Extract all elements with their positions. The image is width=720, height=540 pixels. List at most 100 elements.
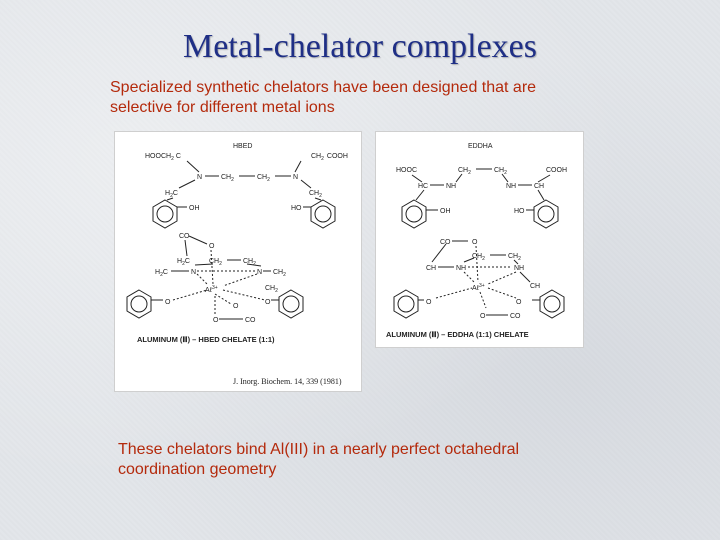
eddha-chelate-co: CO	[440, 239, 451, 246]
bond	[166, 197, 174, 201]
aromatic-circle	[282, 295, 300, 313]
hbed-h2c-left: H2C	[165, 190, 178, 199]
eddha-name: EDDHA	[468, 143, 493, 150]
slide-title: Metal-chelator complexes	[182, 28, 537, 65]
benzene-ring-right	[533, 199, 559, 229]
coordination-bond	[435, 287, 473, 299]
coordination-bond	[487, 287, 517, 299]
bond	[537, 174, 551, 183]
hbed-oh: OH	[189, 205, 200, 212]
bond	[188, 235, 208, 245]
hbed-chelate-co: CO	[179, 233, 190, 240]
hbed-chelate-ch2d: CH2	[265, 285, 278, 294]
hbed-chelate-co-bottom: CO	[245, 317, 256, 324]
bond	[431, 243, 447, 263]
coordination-bond	[222, 289, 266, 301]
eddha-ch: CH	[534, 183, 544, 190]
eddha-chelate-o-left: O	[426, 299, 432, 306]
hbed-chelate-ch2c: CH2	[273, 269, 286, 278]
eddha-ch2-2: CH2	[494, 167, 507, 176]
eddha-structure-figure: EDDHA HOOC COOH CH2 CH2 HC NH NH CH OH H…	[375, 131, 584, 348]
hbed-chelate-h2c: H2C	[177, 258, 190, 267]
coordination-bond	[172, 289, 208, 301]
hbed-al: Aℓ3+	[205, 285, 218, 294]
bond	[513, 259, 519, 265]
eddha-cooh: COOH	[546, 167, 567, 174]
bond	[186, 160, 200, 173]
eddha-chelate-nh-left: NH	[456, 265, 466, 272]
hbed-chelate-ch2b: CH2	[243, 258, 256, 267]
hbed-reference: J. Inorg. Biochem. 14, 339 (1981)	[233, 377, 342, 386]
bond	[411, 174, 423, 183]
eddha-al: Aℓ3+	[472, 283, 485, 292]
hbed-chelate-ch2a: CH2	[209, 258, 222, 267]
eddha-ch2-1: CH2	[458, 167, 471, 176]
eddha-hc: HC	[418, 183, 428, 190]
hbed-chelate-o-right: O	[265, 299, 271, 306]
bond	[246, 263, 262, 267]
coordination-bond	[487, 271, 517, 285]
bond	[415, 189, 425, 201]
coordination-bond	[475, 245, 479, 283]
hbed-chelate-o-bottom: O	[213, 317, 219, 324]
bond	[178, 179, 196, 189]
benzene-ring-left-chelate	[393, 289, 419, 319]
benzene-ring-left-chelate	[126, 289, 152, 319]
eddha-chelate-ch2b: CH2	[508, 253, 521, 262]
bond	[294, 160, 302, 173]
hbed-ch2-1: CH2	[221, 174, 234, 183]
bond	[184, 239, 188, 257]
slide-subtitle: Specialized synthetic chelators have bee…	[110, 79, 537, 116]
hbed-chelate-n-left: N	[191, 269, 196, 276]
hbed-chelate-label: ALUMINUM (Ⅲ) – HBED CHELATE (1:1)	[137, 335, 275, 344]
coordination-bond	[479, 291, 487, 309]
coordination-bond	[222, 273, 258, 287]
aromatic-circle	[537, 205, 555, 223]
benzene-ring-right-chelate	[278, 289, 304, 319]
eddha-chelate-ch-right: CH	[530, 283, 540, 290]
aromatic-circle	[405, 205, 423, 223]
eddha-nh-left: NH	[446, 183, 456, 190]
bond	[455, 173, 463, 183]
aromatic-circle	[130, 295, 148, 313]
benzene-ring-right-chelate	[539, 289, 565, 319]
coordination-bond	[196, 273, 208, 285]
hbed-chelate-h2c-2: H2C	[155, 269, 168, 278]
eddha-oh: OH	[440, 208, 451, 215]
bond	[300, 179, 312, 189]
hbed-ch2-2: CH2	[257, 174, 270, 183]
eddha-chelate-o-bottom: O	[480, 313, 486, 320]
hbed-name: HBED	[233, 143, 252, 150]
aromatic-circle	[156, 205, 174, 223]
bond	[463, 257, 475, 263]
hbed-n-left: N	[197, 174, 202, 181]
bond	[537, 189, 545, 201]
eddha-hooc: HOOC	[396, 167, 417, 174]
coordination-bond	[463, 271, 475, 283]
bond	[194, 263, 214, 266]
hbed-n-right: N	[293, 174, 298, 181]
coordination-bond	[214, 293, 232, 305]
hbed-chelate-o-mid: O	[233, 303, 239, 310]
aromatic-circle	[397, 295, 415, 313]
hbed-ch2-right: CH2	[309, 190, 322, 199]
eddha-chelate-nh-right: NH	[514, 265, 524, 272]
slide-caption: These chelators bind Al(III) in a nearly…	[118, 441, 520, 478]
bond	[501, 173, 509, 183]
bond	[519, 271, 531, 283]
coordination-bond	[210, 249, 214, 285]
eddha-chelate-label: ALUMINUM (Ⅲ) – EDDHA (1:1) CHELATE	[386, 330, 529, 339]
aromatic-circle	[314, 205, 332, 223]
aromatic-circle	[543, 295, 561, 313]
benzene-ring-left	[401, 199, 427, 229]
eddha-chelate-o-top: O	[472, 239, 478, 246]
eddha-chelate-o-right: O	[516, 299, 522, 306]
eddha-chelate-ch-left: CH	[426, 265, 436, 272]
eddha-nh-right: NH	[506, 183, 516, 190]
hbed-chelate-n-right: N	[257, 269, 262, 276]
bond	[314, 197, 322, 201]
eddha-chelate-co-bottom: CO	[510, 313, 521, 320]
